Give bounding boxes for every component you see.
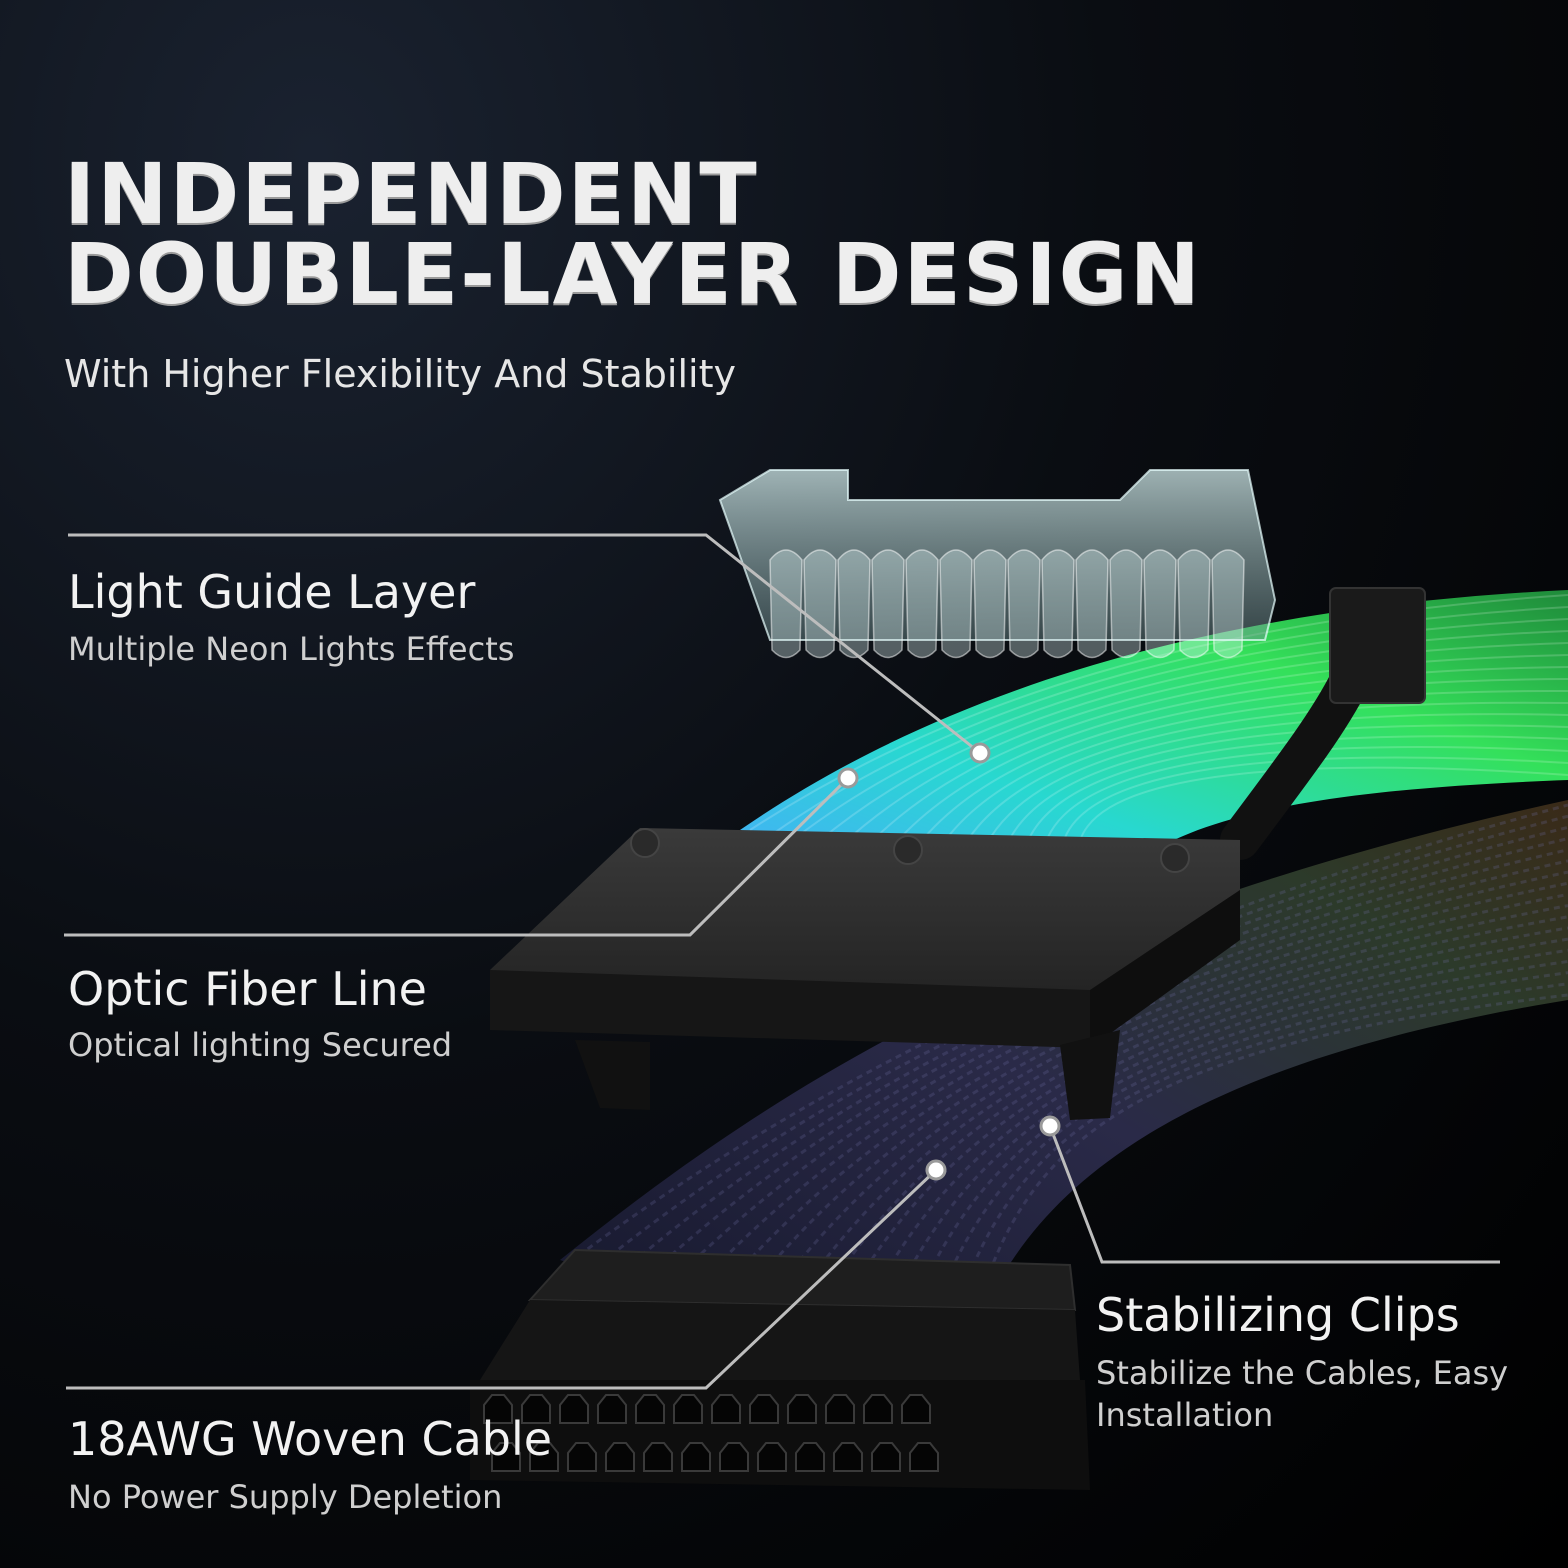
pin-hole bbox=[711, 1394, 741, 1424]
pin-hole bbox=[521, 1394, 551, 1424]
woven-strand bbox=[775, 904, 1568, 1331]
screw-icon bbox=[1160, 843, 1190, 873]
feature-light-guide-title: Light Guide Layer bbox=[68, 565, 476, 619]
clip-tooth bbox=[1177, 549, 1211, 659]
screw-icon bbox=[893, 835, 923, 865]
pin-hole bbox=[749, 1394, 779, 1424]
callout-optic-fiber bbox=[64, 776, 850, 937]
transparent-clip-icon bbox=[718, 469, 1277, 659]
pin-hole bbox=[795, 1442, 825, 1472]
clip-tooth bbox=[769, 549, 803, 659]
pin-hole bbox=[787, 1394, 817, 1424]
woven-strand bbox=[958, 993, 1568, 1391]
pin-hole bbox=[681, 1442, 711, 1472]
clip-tooth bbox=[973, 549, 1007, 659]
clip-tooth bbox=[939, 549, 973, 659]
clip-tooth bbox=[1075, 549, 1109, 659]
pin-hole bbox=[597, 1394, 627, 1424]
feature-optic-fiber-desc: Optical lighting Secured bbox=[68, 1026, 453, 1064]
screw-icon bbox=[630, 828, 660, 858]
pin-hole bbox=[719, 1442, 749, 1472]
clip-tooth bbox=[803, 549, 837, 659]
pin-hole bbox=[635, 1394, 665, 1424]
woven-strand bbox=[729, 881, 1568, 1316]
title-line-1: INDEPENDENT bbox=[64, 145, 759, 243]
pin-hole bbox=[643, 1442, 673, 1472]
clip-tooth bbox=[1211, 549, 1245, 659]
callout-dot bbox=[837, 767, 859, 789]
pin-hole bbox=[909, 1442, 939, 1472]
small-plug bbox=[1329, 587, 1426, 704]
callout-lines bbox=[64, 533, 1500, 1390]
pin-hole bbox=[825, 1394, 855, 1424]
pin-connector-icon bbox=[470, 1248, 1090, 1490]
pin-hole bbox=[567, 1442, 597, 1472]
pin-hole bbox=[757, 1442, 787, 1472]
clip-tooth bbox=[1143, 549, 1177, 659]
connector-block-icon bbox=[490, 587, 1426, 1120]
clip-tooth bbox=[837, 549, 871, 659]
pin-hole bbox=[901, 1394, 931, 1424]
clip-tooth bbox=[871, 549, 905, 659]
pin-hole bbox=[559, 1394, 589, 1424]
pin-hole bbox=[491, 1442, 521, 1472]
woven-strand bbox=[821, 926, 1568, 1346]
neon-strand bbox=[975, 713, 1568, 871]
feature-light-guide-desc: Multiple Neon Lights Effects bbox=[68, 630, 515, 668]
feature-optic-fiber-title: Optic Fiber Line bbox=[68, 962, 427, 1016]
title-line-2: DOUBLE-LAYER DESIGN bbox=[64, 225, 1202, 323]
callout-woven-cable bbox=[66, 1168, 938, 1390]
neon-strand bbox=[953, 701, 1568, 867]
callout-dot bbox=[1039, 1115, 1061, 1137]
callout-stabilizing-clips bbox=[1048, 1125, 1500, 1264]
woven-strand bbox=[798, 915, 1568, 1339]
woven-strand bbox=[706, 870, 1568, 1309]
callout-dot bbox=[969, 742, 991, 764]
callout-light-guide bbox=[68, 533, 981, 755]
pin-hole bbox=[605, 1442, 635, 1472]
woven-strand bbox=[752, 892, 1568, 1324]
feature-stabilizing-clips-title: Stabilizing Clips bbox=[1096, 1288, 1460, 1342]
woven-strand bbox=[935, 982, 1568, 1383]
pin-hole bbox=[529, 1442, 559, 1472]
pin-hole bbox=[871, 1442, 901, 1472]
clip-tooth bbox=[1007, 549, 1041, 659]
feature-woven-cable-desc: No Power Supply Depletion bbox=[68, 1478, 503, 1516]
pin-hole bbox=[833, 1442, 863, 1472]
neon-strand bbox=[998, 724, 1568, 875]
feature-woven-cable-title: 18AWG Woven Cable bbox=[68, 1412, 553, 1466]
clip-teeth bbox=[769, 549, 1245, 659]
pin-holes bbox=[483, 1394, 939, 1472]
clip-tooth bbox=[905, 549, 939, 659]
pin-hole bbox=[483, 1394, 513, 1424]
callout-dots bbox=[837, 742, 1061, 1181]
clip-tooth bbox=[1041, 549, 1075, 659]
feature-stabilizing-clips-desc: Stabilize the Cables, Easy Installation bbox=[1096, 1354, 1509, 1434]
subtitle: With Higher Flexibility And Stability bbox=[64, 352, 736, 396]
callout-dot bbox=[925, 1159, 947, 1181]
clip-tooth bbox=[1109, 549, 1143, 659]
pin-hole bbox=[863, 1394, 893, 1424]
woven-strand bbox=[683, 859, 1568, 1301]
woven-strand bbox=[912, 971, 1568, 1376]
pin-hole bbox=[673, 1394, 703, 1424]
